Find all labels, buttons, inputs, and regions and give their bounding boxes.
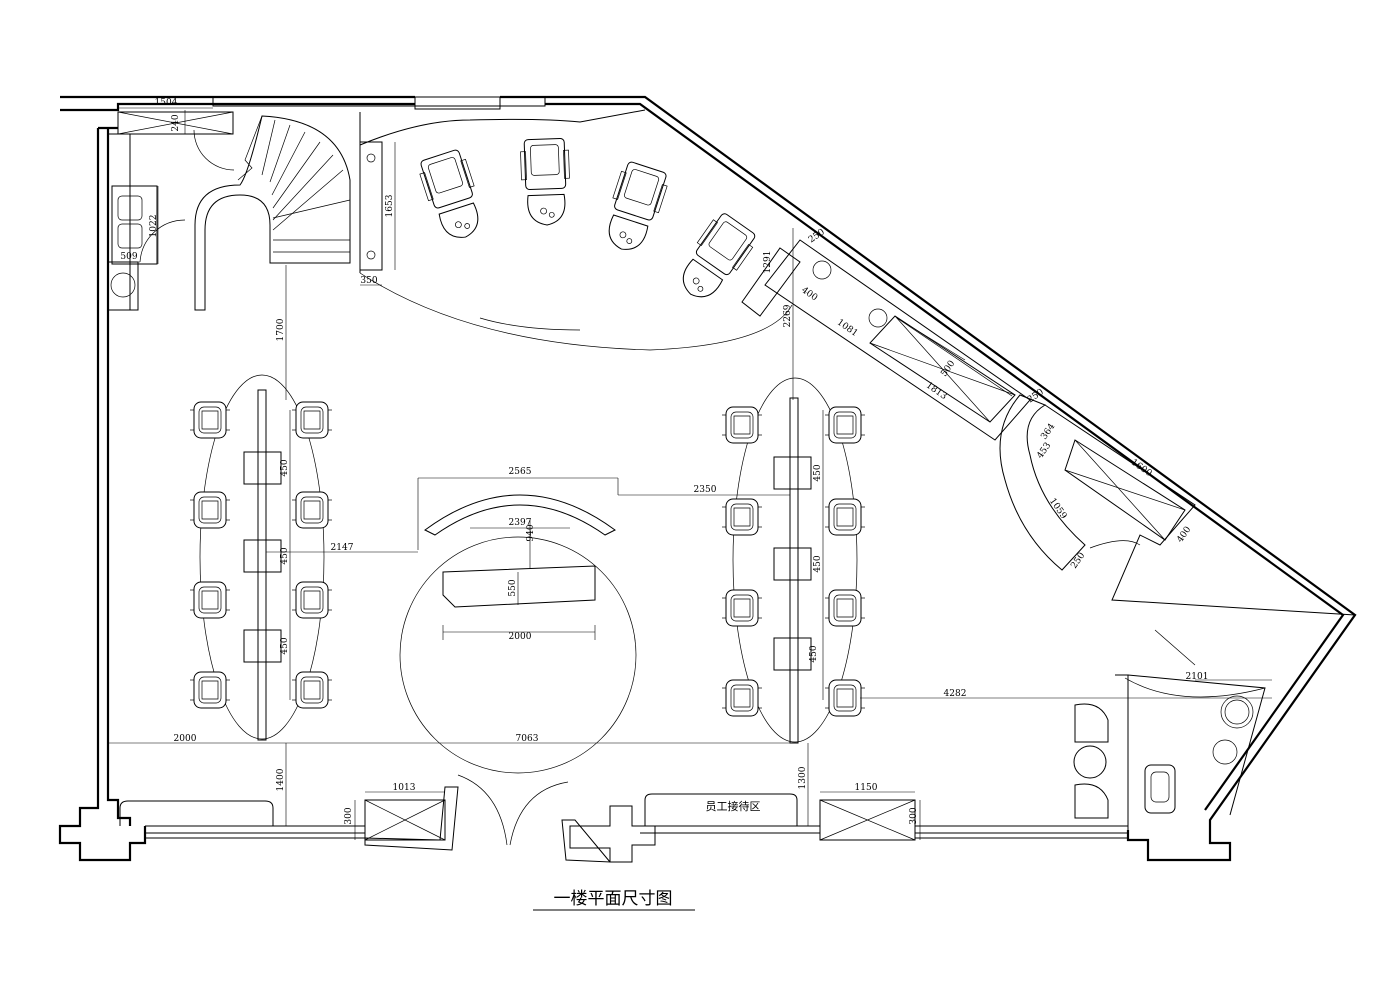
stations-right [721,377,866,744]
dim-1504: 1504 [155,98,178,108]
dim-300b: 300 [909,807,919,824]
stair-area [107,111,383,311]
dim-2269: 2269 [783,304,793,327]
dim-2000b: 2000 [174,734,197,744]
dim-450a: 450 [280,459,290,476]
reception-desk [399,494,637,774]
dimension-lines [108,107,1272,840]
dim-250c: 250 [1069,551,1087,571]
dim-400a: 400 [799,285,819,303]
dim-300a: 300 [344,807,354,824]
dim-500: 500 [939,359,957,379]
dim-1300: 1300 [798,766,808,789]
dimension-labels: 1504 240 1022 509 1653 350 1700 250 1291… [120,98,1208,825]
dim-450c: 450 [280,637,290,654]
dim-250a: 250 [807,227,827,245]
dim-2101: 2101 [1186,672,1209,682]
dim-2147: 2147 [331,543,354,553]
dim-1013: 1013 [393,783,416,793]
dim-450d: 450 [813,464,823,481]
dim-1291: 1291 [763,251,773,274]
dim-1081: 1081 [835,318,859,339]
dim-250b: 250 [1026,387,1046,405]
dim-940: 940 [526,524,536,541]
dim-450b: 450 [280,547,290,564]
dim-2565: 2565 [509,467,532,477]
dim-1700: 1700 [276,318,286,341]
dim-1150: 1150 [855,783,878,793]
dim-450e: 450 [813,555,823,572]
dim-364: 364 [1039,422,1057,442]
wash-area [359,109,1031,441]
windows [364,799,916,841]
dim-7063: 7063 [516,734,539,744]
dim-509: 509 [120,252,137,262]
dim-350: 350 [360,276,377,286]
dim-400b: 400 [1175,525,1193,545]
dim-1059: 1059 [1047,497,1068,522]
dim-1813: 1813 [924,381,949,402]
drawing-title: 一楼平面尺寸图 [533,889,695,911]
dim-1653: 1653 [385,194,395,217]
dim-2350: 2350 [694,485,717,495]
dim-1400: 1400 [276,768,286,791]
dim-4282: 4282 [944,689,967,699]
room-label-staff-reception: 员工接待区 [706,799,761,813]
dim-2000a: 2000 [509,632,532,642]
dim-1022: 1022 [149,215,159,238]
dim-550: 550 [508,579,518,596]
dim-453: 453 [1035,441,1053,461]
dim-240: 240 [171,114,181,131]
dim-2397: 2397 [509,518,532,528]
front-bench [119,774,798,846]
dim-450f: 450 [809,645,819,662]
right-rooms [999,394,1356,830]
stations-left [189,374,333,741]
drawing-title-text: 一楼平面尺寸图 [554,889,673,909]
outer-walls [58,95,1357,863]
